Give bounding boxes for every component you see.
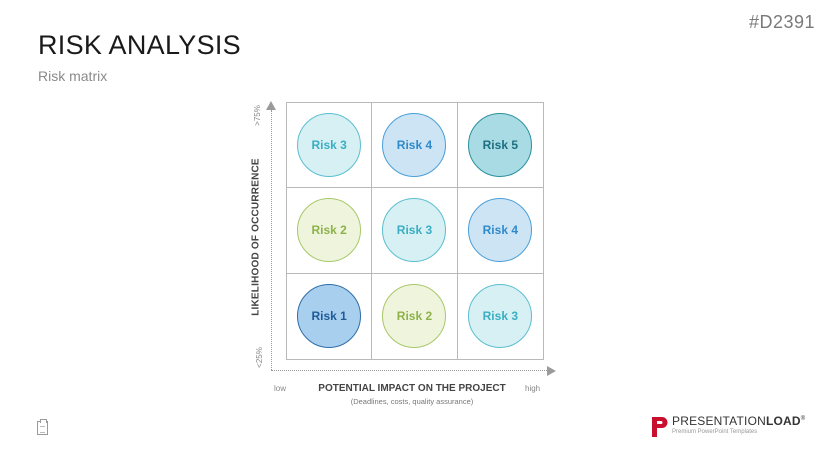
risk-circle: Risk 4: [468, 198, 533, 263]
risk-circle: Risk 2: [382, 284, 447, 349]
matrix-cell: Risk 3: [372, 188, 458, 274]
y-axis-top-tick: >75%: [252, 105, 262, 126]
matrix-cell: Risk 2: [372, 273, 458, 359]
x-axis-label: POTENTIAL IMPACT ON THE PROJECT: [318, 383, 506, 394]
x-axis-high-tick: high: [525, 384, 541, 393]
risk-circle: Risk 1: [297, 284, 362, 349]
page-title: RISK ANALYSIS: [38, 30, 241, 60]
y-axis-bottom-tick: <25%: [254, 347, 264, 368]
y-axis-line: [271, 110, 272, 370]
matrix-cell: Risk 2: [287, 188, 373, 274]
matrix-cell: Risk 4: [372, 103, 458, 189]
risk-circle: Risk 3: [468, 284, 533, 349]
logo-text: PRESENTATIONLOAD® Premium PowerPoint Tem…: [672, 415, 805, 435]
risk-circle: Risk 4: [382, 113, 447, 178]
x-axis-low-tick: low: [274, 384, 287, 393]
clipboard-icon: [37, 419, 48, 435]
risk-circle: Risk 3: [382, 198, 447, 263]
matrix-cell: Risk 1: [287, 273, 373, 359]
y-axis-arrow: [266, 101, 276, 110]
risk-circle: Risk 5: [468, 113, 533, 178]
presentationload-logo: PRESENTATIONLOAD® Premium PowerPoint Tem…: [650, 415, 805, 439]
y-axis-label: LIKELIHOOD OF OCCURRENCE: [250, 158, 262, 316]
x-axis-sublabel: (Deadlines, costs, quality assurance): [350, 397, 474, 406]
risk-circle: Risk 3: [297, 113, 362, 178]
logo-tagline: Premium PowerPoint Templates: [672, 429, 758, 435]
risk-circle: Risk 2: [297, 198, 362, 263]
slide-code: #D2391: [748, 12, 815, 32]
matrix-cell: Risk 4: [457, 188, 543, 274]
matrix-cell: Risk 3: [458, 274, 543, 359]
x-axis-line: [271, 370, 547, 371]
x-axis-arrow: [547, 366, 556, 376]
matrix-cell: Risk 5: [457, 103, 543, 189]
logo-name: PRESENTATIONLOAD®: [672, 414, 806, 428]
logo-mark-icon: [650, 415, 668, 439]
matrix-cell: Risk 3: [287, 103, 373, 189]
risk-matrix: Risk 3 Risk 4 Risk 5 Risk 2 Risk 3 Risk …: [286, 102, 544, 360]
page-subtitle: Risk matrix: [38, 68, 108, 84]
